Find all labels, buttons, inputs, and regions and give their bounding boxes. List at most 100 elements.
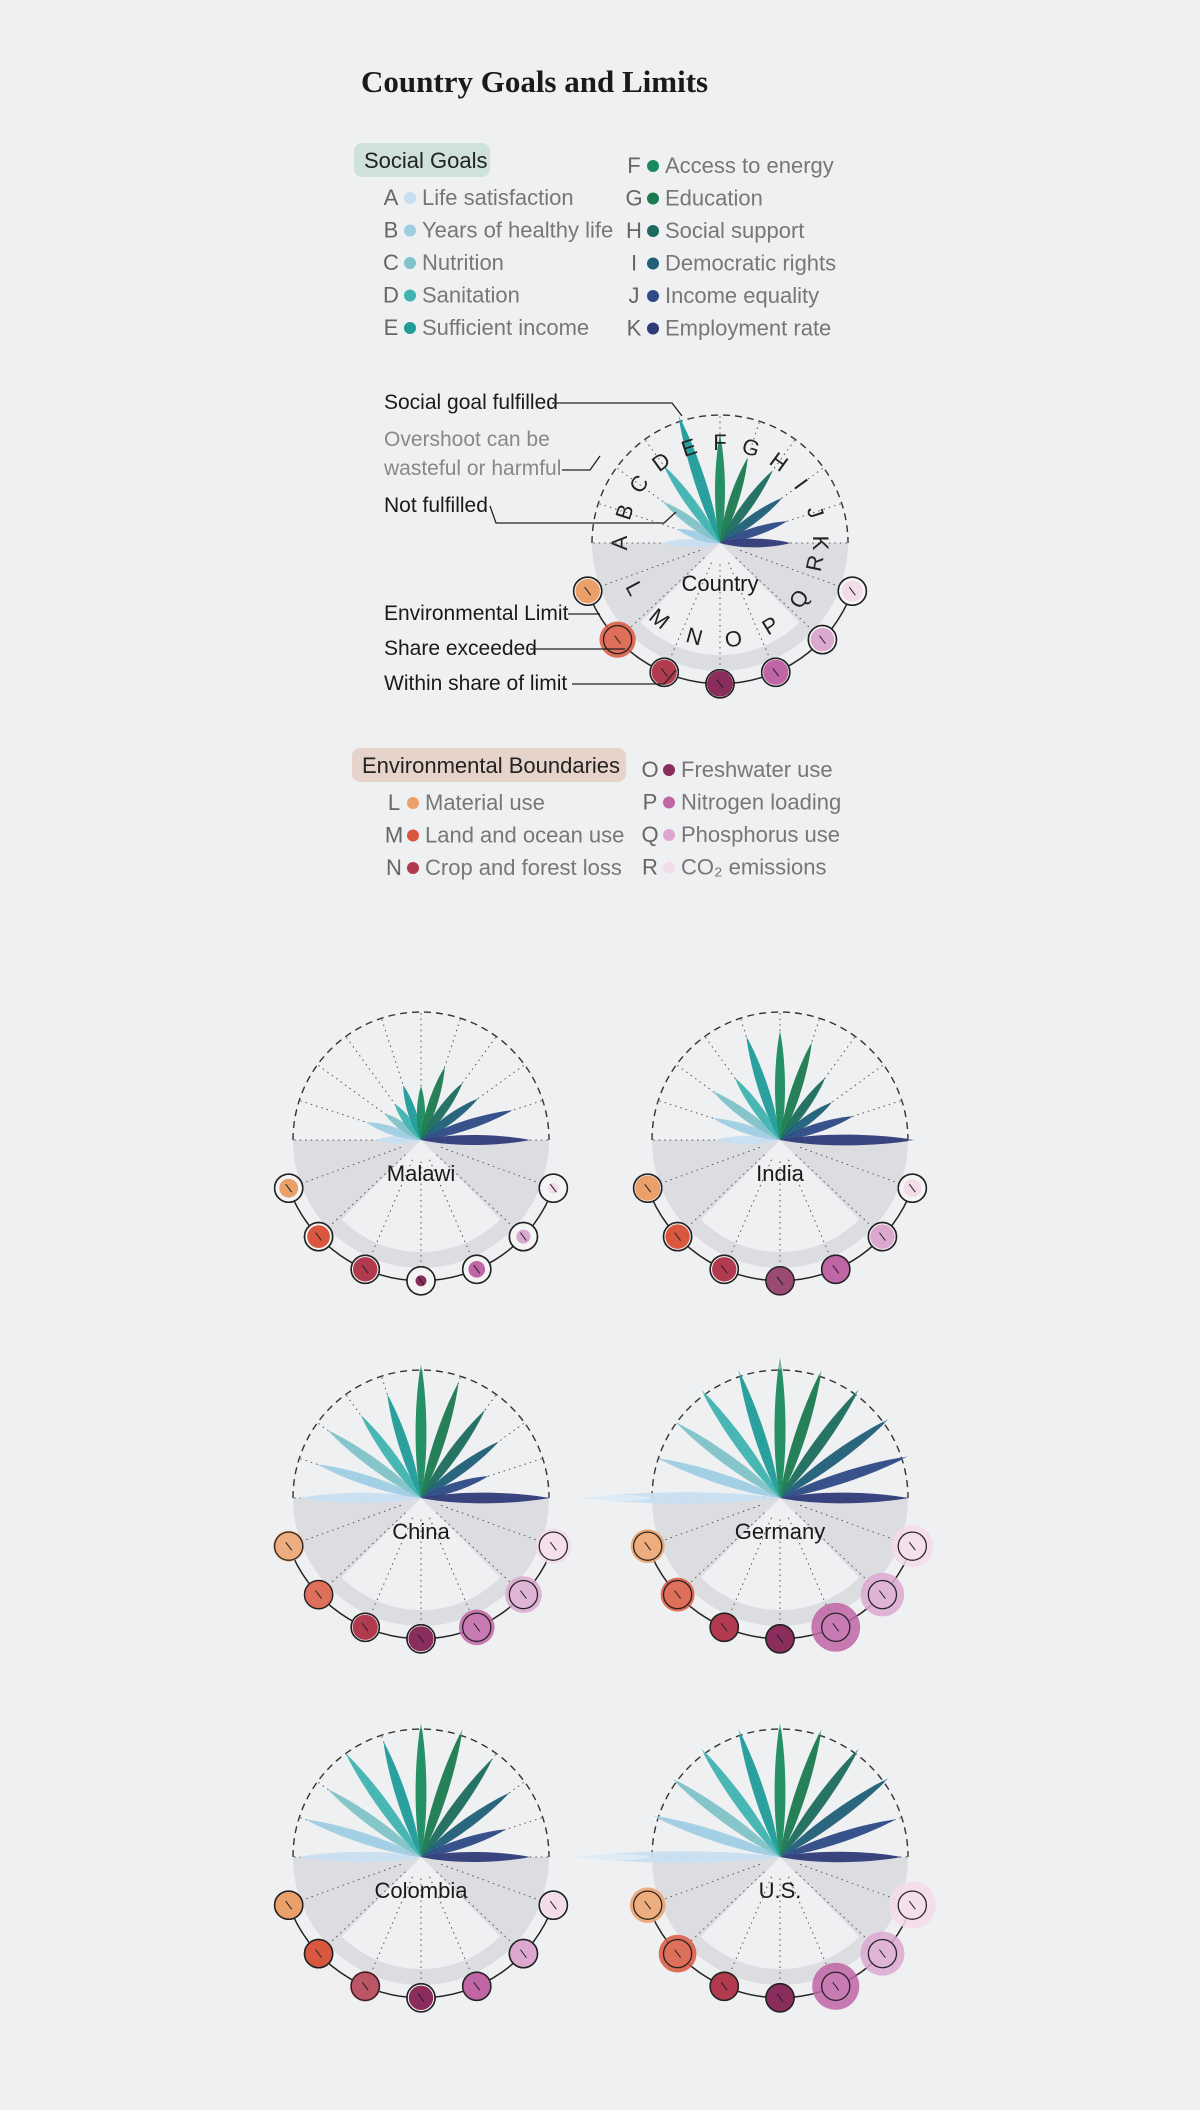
social-spoke (616, 467, 708, 535)
social-petal-d (394, 1103, 421, 1140)
social-petal-d (360, 1415, 421, 1498)
social-legend-label: Democratic rights (665, 251, 836, 276)
env-tick (720, 1622, 728, 1632)
country-label-india: India (756, 1161, 804, 1186)
overshoot-tip (581, 1494, 652, 1502)
env-limit-outline (897, 1890, 927, 1920)
env-spoke (318, 1512, 406, 1595)
overshoot-tip (883, 1417, 889, 1424)
env-tick (776, 1634, 784, 1644)
env-limit-outline (538, 1890, 569, 1920)
env-tick (720, 1981, 728, 1991)
social-petal-j (780, 1819, 896, 1857)
env-legend-label: Phosphorus use (681, 822, 840, 847)
limit-zone-inner (341, 1498, 501, 1611)
annotation-share-exceeded: Share exceeded (384, 637, 537, 660)
env-legend-label: Nitrogen loading (681, 790, 841, 815)
radial-chart-china: China (273, 1363, 572, 1654)
env-limit-outline (461, 1254, 492, 1285)
social-axis-letter-c: C (624, 470, 654, 498)
social-legend-label: Income equality (665, 283, 819, 308)
social-petal-j (421, 1476, 488, 1498)
overshoot-tip (652, 1813, 659, 1820)
env-limit-outline (303, 1221, 334, 1252)
env-legend-color-dot (407, 829, 419, 842)
social-petal-i (421, 1441, 499, 1498)
goal-boundary (292, 1011, 550, 1141)
social-legend-letter: D (383, 283, 399, 308)
env-limit-outline (572, 576, 603, 606)
radial-chart-colombia: Colombia (273, 1722, 569, 2013)
social-legend-label: Sanitation (422, 283, 520, 308)
limit-zone-inner (640, 543, 800, 656)
env-limit-outline (837, 576, 868, 606)
social-petal-a (575, 1851, 780, 1863)
social-legend-letter: G (625, 186, 642, 211)
social-legend-color-dot (647, 160, 659, 172)
env-spoke (677, 1154, 765, 1237)
social-petal-a (581, 1492, 780, 1504)
country-label-us: U.S. (759, 1878, 802, 1903)
env-tick (720, 1264, 728, 1274)
goal-boundary (292, 1728, 550, 1858)
social-legend-label: Nutrition (422, 250, 504, 275)
env-tick (549, 1183, 557, 1193)
env-tick (908, 1183, 916, 1193)
social-petal-h (780, 1389, 859, 1498)
social-legend-letter: A (384, 185, 399, 210)
env-limit-outline (462, 1612, 492, 1642)
env-spoke (318, 1871, 406, 1954)
env-limit-outline (821, 1612, 851, 1642)
social-legend-label: Employment rate (665, 316, 831, 341)
social-axis-letter-a: A (607, 535, 632, 550)
social-petal-f (774, 1357, 786, 1498)
overshoot-tip (854, 1389, 861, 1395)
env-limit-outline (350, 1612, 381, 1643)
env-limit-outline (662, 1221, 693, 1252)
radial-chart-key (572, 414, 868, 699)
env-tick (549, 1900, 557, 1910)
social-spoke (658, 1099, 766, 1136)
env-legend-letter: M (385, 823, 403, 848)
env-legend-label: Freshwater use (681, 757, 833, 782)
social-petal-f (415, 1363, 427, 1498)
env-legend-color-dot (663, 796, 675, 809)
social-legend-letter: E (384, 315, 399, 340)
social-petal-f (415, 1722, 427, 1857)
env-limit-outline (508, 1221, 539, 1252)
env-limit-outline (765, 1982, 795, 2013)
social-petal-c (671, 1778, 780, 1857)
social-petal-b (677, 529, 720, 544)
social-legend-item-a: A Life satisfaction (384, 185, 574, 210)
overshoot-tip (736, 1729, 743, 1736)
overshoot-tip (458, 1729, 465, 1736)
env-tick (520, 1590, 527, 1599)
social-legend-label: Life satisfaction (422, 185, 574, 210)
leader-not-fulfilled (489, 505, 677, 524)
social-petal-d (701, 1389, 780, 1498)
env-legend-color-dot (663, 829, 675, 841)
overshoot-tip (854, 1748, 861, 1754)
social-petal-k (421, 1852, 530, 1862)
social-axis-letter-k: K (808, 536, 833, 551)
country-label-germany: Germany (735, 1519, 825, 1544)
env-tick (674, 1590, 681, 1599)
social-spoke (792, 1064, 884, 1132)
env-spoke (288, 1863, 401, 1906)
social-goals-heading: Social Goals (364, 148, 488, 173)
env-tick (520, 1232, 527, 1241)
env-limit-outline (303, 1579, 334, 1610)
env-limit-outline (867, 1579, 898, 1610)
env-spoke (436, 1871, 524, 1954)
env-tick (285, 1900, 293, 1910)
env-tick (473, 1981, 481, 1991)
env-tick (315, 1949, 322, 1958)
